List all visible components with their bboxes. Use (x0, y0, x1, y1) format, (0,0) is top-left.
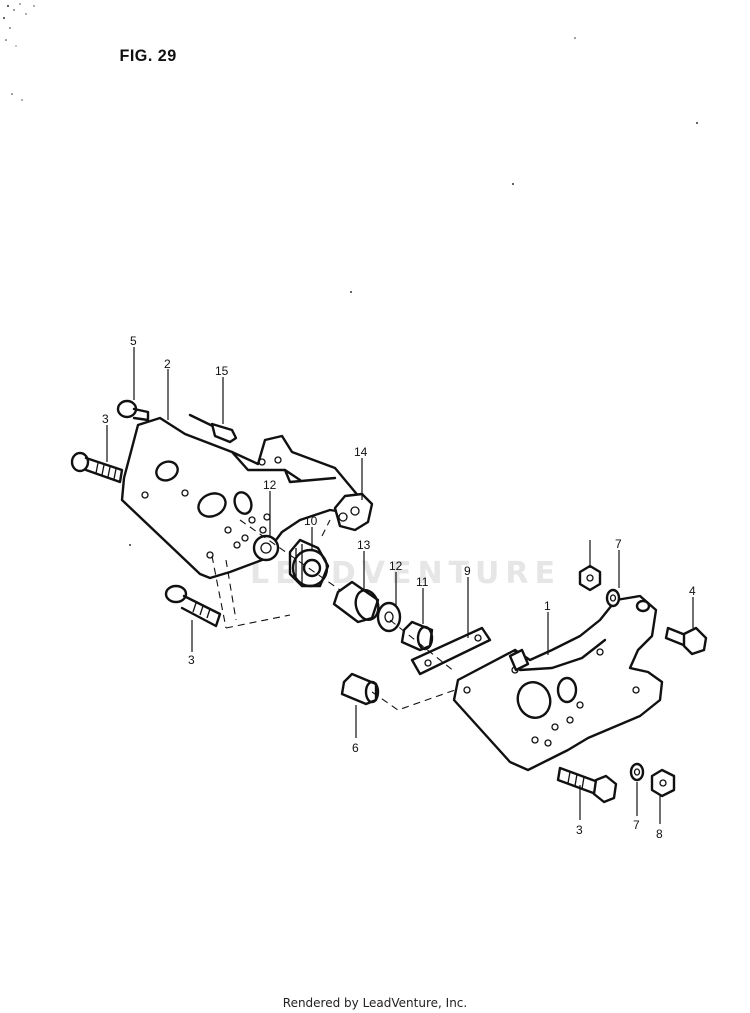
callout-9: 9 (464, 564, 471, 578)
callout-7: 7 (633, 818, 640, 832)
callout-3: 3 (188, 653, 195, 667)
spacer-part-6 (340, 672, 380, 706)
callout-2: 2 (164, 357, 171, 371)
callout-13: 13 (357, 538, 371, 552)
bolt-part-3-lower (164, 584, 222, 628)
washer-part-12-right (376, 601, 402, 633)
bracket-right-part-1 (452, 594, 664, 772)
bolt-part-3-top (70, 451, 124, 484)
callout-15: 15 (215, 364, 229, 378)
callout-8: 8 (656, 827, 663, 841)
callout-3: 3 (576, 823, 583, 837)
callout-5: 5 (130, 334, 137, 348)
callout-1: 1 (544, 599, 551, 613)
callout-6: 6 (352, 741, 359, 755)
leader-lines (106, 347, 694, 824)
bushing-part-10 (288, 538, 330, 588)
nut-part-top (578, 564, 602, 592)
callout-4: 4 (689, 584, 696, 598)
spacer-part-11 (400, 620, 434, 652)
washer-part-12-left (252, 534, 280, 562)
washer-part-7-bottom (629, 762, 645, 782)
collar-part-13 (332, 580, 380, 624)
plate-part-9 (410, 626, 492, 676)
assembly-lines (211, 519, 456, 711)
callout-11: 11 (416, 575, 429, 589)
figure-title: FIG. 29 (119, 46, 177, 65)
callout-3: 3 (102, 412, 109, 426)
scan-noise (3, 3, 698, 546)
callout-12: 12 (389, 559, 403, 573)
callout-7: 7 (615, 537, 622, 551)
callout-12: 12 (263, 478, 277, 492)
nut-part-8 (650, 768, 676, 798)
callout-14: 14 (354, 445, 368, 459)
bolt-part-4 (664, 626, 708, 656)
footer-credit: Rendered by LeadVenture, Inc. (282, 996, 468, 1010)
bracket-left-part-2 (120, 416, 374, 580)
pin-part-15 (188, 413, 238, 444)
bolt-part-3-right (556, 766, 618, 804)
washer-part-7-top (605, 588, 621, 608)
callout-labels: 5 2 15 3 14 12 10 13 12 11 9 7 4 1 3 6 3… (102, 334, 696, 841)
bolt-part-5 (116, 399, 150, 422)
callout-10: 10 (304, 514, 318, 528)
